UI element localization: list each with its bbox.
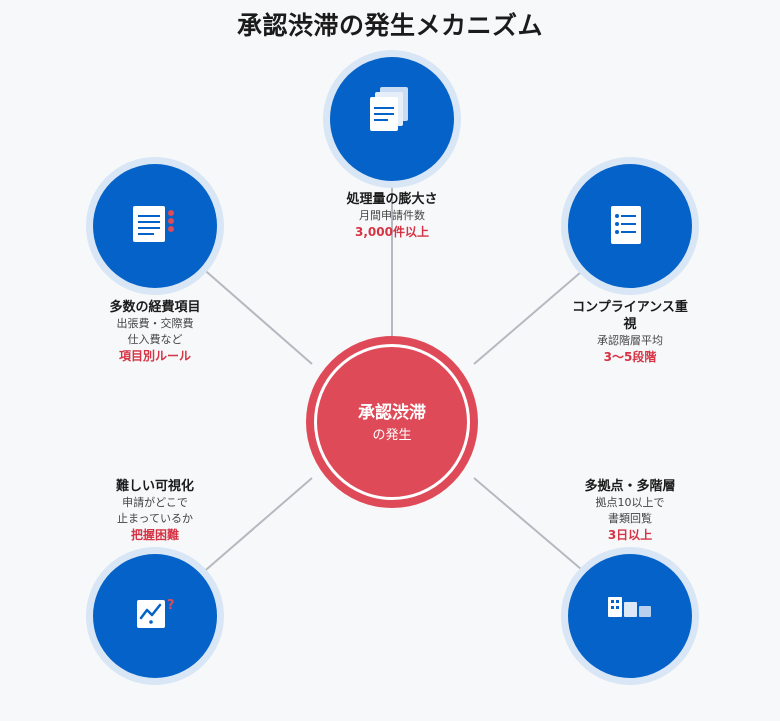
node-expense-items (93, 164, 217, 288)
node-highlight: 3,000件以上 (355, 225, 429, 239)
diagram-title: 承認渋滞の発生メカニズム (236, 11, 543, 40)
node-sub: 申請がどこで (122, 496, 188, 509)
connector-multi-site (473, 477, 589, 576)
node-visibility: ? (93, 554, 217, 678)
node-heading: 多数の経費項目 (109, 300, 201, 315)
node-highlight: 把握困難 (130, 528, 179, 542)
node-sub: 月間申請件数 (359, 209, 425, 222)
node-sub: 拠点10以上で (595, 496, 665, 509)
node-heading: コンプライアンス重視 (572, 300, 688, 332)
label-volume: 処理量の膨大さ 月間申請件数 3,000件以上 (292, 191, 492, 241)
checklist-icon (611, 206, 641, 244)
documents-icon (370, 87, 408, 131)
label-expense-items: 多数の経費項目 出張費・交際費 仕入費など 項目別ルール (55, 299, 255, 365)
label-multi-site: 多拠点・多階層 拠点10以上で 書類回覧 3日以上 (530, 478, 730, 544)
svg-text:?: ? (167, 598, 175, 613)
node-sub: 出張費・交際費 (116, 317, 194, 330)
list-document-icon (133, 206, 174, 242)
label-visibility: 難しい可視化 申請がどこで 止まっているか 把握困難 (55, 478, 255, 544)
node-highlight: 3日以上 (607, 528, 653, 542)
node-volume (330, 57, 454, 181)
center-subtitle: の発生 (372, 428, 412, 443)
connector-visibility (199, 477, 313, 576)
node-highlight: 3〜5段階 (603, 350, 657, 364)
node-sub: 止まっているか (116, 512, 193, 525)
node-compliance (568, 164, 692, 288)
buildings-icon (608, 597, 651, 617)
node-sub: 仕入費など (127, 333, 183, 346)
node-heading: 多拠点・多階層 (584, 479, 676, 494)
node-highlight: 項目別ルール (118, 349, 191, 363)
center-ring (314, 344, 470, 500)
node-sub: 書類回覧 (608, 512, 652, 525)
center-title: 承認渋滞 (358, 403, 426, 423)
label-compliance: コンプライアンス重視 承認階層平均 3〜5段階 (530, 299, 730, 366)
node-heading: 処理量の膨大さ (346, 192, 438, 207)
chart-question-icon: ? (137, 598, 175, 628)
node-sub: 承認階層平均 (597, 334, 663, 347)
center-node: 承認渋滞 の発生 (306, 336, 478, 508)
connector-compliance (473, 265, 589, 365)
connector-expense-items (199, 265, 313, 365)
node-heading: 難しい可視化 (115, 479, 194, 494)
node-multi-site (568, 554, 692, 678)
